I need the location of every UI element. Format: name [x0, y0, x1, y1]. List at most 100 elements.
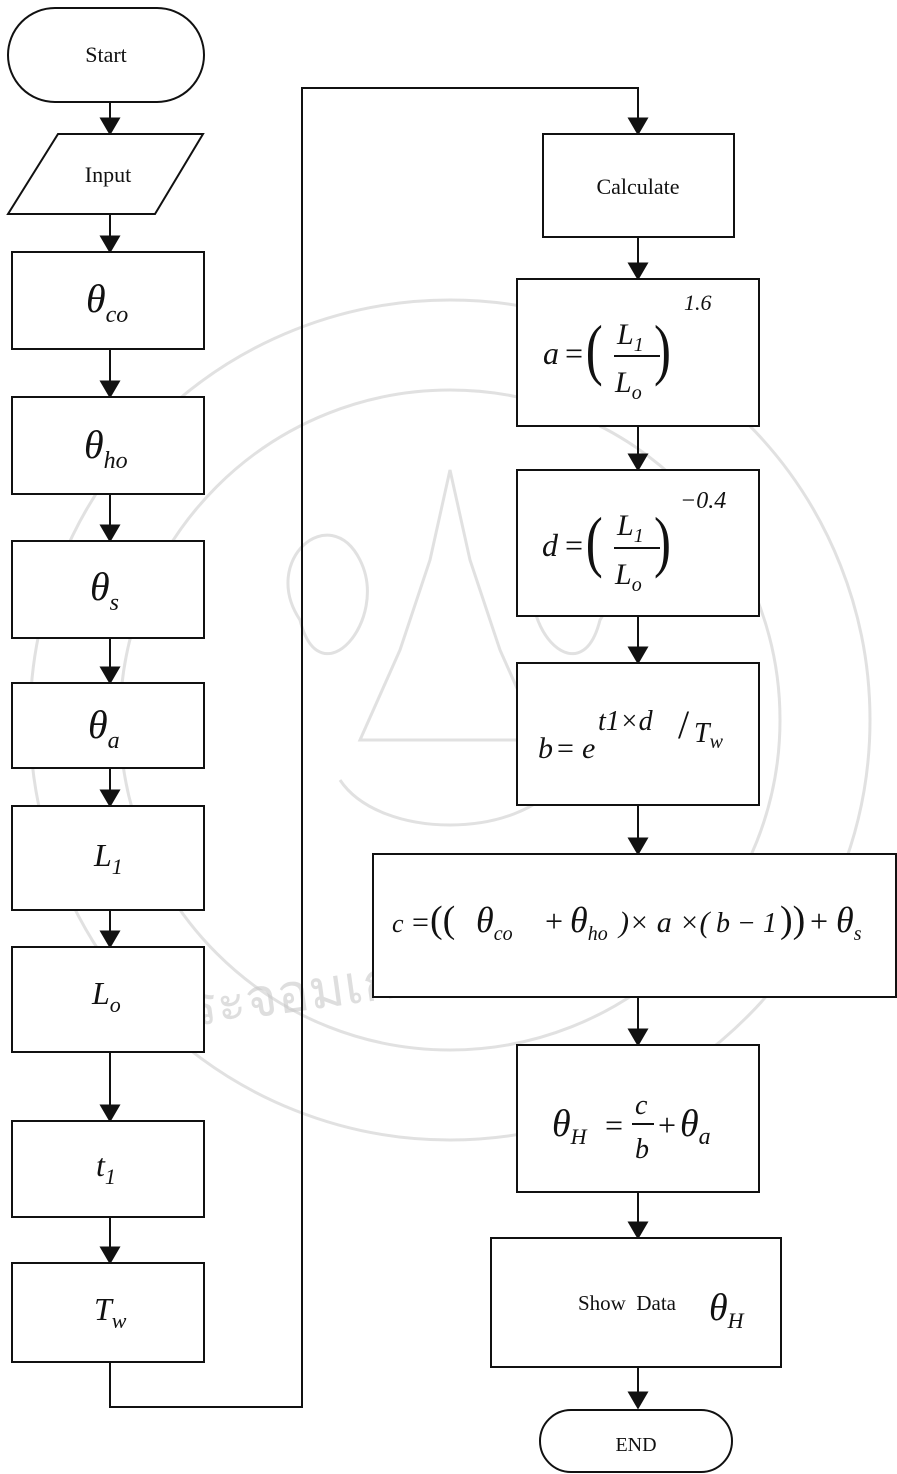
lo-box: Lo: [11, 946, 205, 1053]
l1-box: L1: [11, 805, 205, 911]
start-node: Start: [7, 7, 205, 103]
eq-b-slash: /: [678, 702, 690, 747]
eq-theta-h-equals: =: [605, 1107, 623, 1143]
theta-a-box: θa: [11, 682, 205, 769]
l1-base: L: [93, 837, 112, 873]
eq-b-lhs: b: [538, 732, 553, 765]
column-connector: [109, 87, 649, 1408]
eq-d-equals: =: [565, 527, 583, 563]
lo-base: L: [91, 975, 110, 1011]
eq-d-num-sub: 1: [634, 525, 644, 547]
theta-a-base: θ: [88, 702, 108, 747]
eq-b-tw-sub: w: [710, 731, 724, 753]
eq-c-t3-sub: s: [854, 923, 862, 945]
l1-sub: 1: [112, 854, 123, 879]
eq-d-box: d = ( L1 Lo ) −0.4: [516, 469, 760, 617]
svg-text:θco: θco: [86, 276, 128, 328]
svg-text:L1: L1: [616, 509, 644, 547]
svg-text:θH: θH: [552, 1103, 588, 1149]
svg-text:θH: θH: [709, 1287, 745, 1333]
start-label: Start: [85, 42, 127, 67]
eq-theta-h-rhs-base: θ: [680, 1103, 699, 1145]
eq-c-t3-base: θ: [836, 900, 854, 940]
show-data-theta-base: θ: [709, 1287, 728, 1329]
svg-text:Lo: Lo: [614, 558, 642, 596]
theta-co-box: θco: [11, 251, 205, 350]
eq-c-equals: =: [412, 906, 429, 939]
eq-d-den-sub: o: [632, 574, 642, 596]
eq-b-box: b = e t1×d / Tw: [516, 662, 760, 806]
end-label: END: [615, 1434, 656, 1456]
eq-theta-h-plus: +: [658, 1107, 676, 1143]
eq-d-lhs: d: [542, 527, 559, 563]
svg-text:θa: θa: [680, 1103, 711, 1150]
eq-c-mid: )× a ×(: [617, 906, 711, 939]
eq-d-exponent: −0.4: [680, 488, 726, 514]
show-data-theta-sub: H: [727, 1308, 745, 1333]
theta-a-sub: a: [108, 728, 120, 754]
eq-b-exponent: t1×d: [598, 706, 654, 737]
calculate-box: Calculate: [542, 133, 735, 238]
eq-theta-h-num: c: [635, 1090, 648, 1121]
eq-c-t2-sub: ho: [588, 923, 608, 945]
tw-sub: w: [112, 1308, 127, 1333]
end-node: END: [539, 1409, 733, 1473]
eq-a-den-base: L: [614, 366, 632, 399]
input-node: Input: [6, 133, 205, 215]
eq-theta-h-den: b: [635, 1134, 649, 1165]
svg-text:): ): [654, 504, 671, 580]
eq-c-lhs: c: [392, 909, 404, 938]
eq-c-t2-base: θ: [570, 900, 588, 940]
eq-b-equals: =: [557, 732, 574, 765]
theta-co-sub: co: [106, 302, 129, 328]
eq-c-open: ((: [430, 899, 455, 941]
tw-base: T: [94, 1291, 114, 1327]
eq-a-equals: =: [565, 335, 583, 371]
svg-text:L1: L1: [93, 837, 123, 879]
eq-c-close: )): [780, 899, 805, 941]
eq-c-t1-sub: co: [494, 923, 513, 945]
svg-text:t1: t1: [96, 1147, 116, 1189]
eq-b-tw-base: T: [694, 718, 712, 749]
calculate-label: Calculate: [596, 174, 679, 199]
eq-c-box: c = (( θco + θho )× a ×( b − 1 )) + θs: [372, 853, 897, 998]
theta-co-base: θ: [86, 276, 106, 321]
eq-b-base: e: [582, 732, 595, 765]
svg-text:θa: θa: [88, 702, 120, 754]
eq-a-box: a = ( L1 Lo ) 1.6: [516, 278, 760, 427]
eq-a-num-sub: 1: [634, 334, 644, 356]
t1-sub: 1: [105, 1164, 116, 1189]
svg-text:θho: θho: [84, 422, 128, 474]
eq-c-plus2: +: [810, 903, 828, 939]
svg-text:Tw: Tw: [694, 718, 724, 753]
t1-box: t1: [11, 1120, 205, 1218]
svg-text:c = (( θco: c = (( θco + θho )× a ×( b − 1 )) + θs: [392, 899, 862, 947]
svg-text:(: (: [586, 312, 603, 388]
eq-theta-h-rhs-sub: a: [699, 1124, 711, 1150]
show-data-label: Show Data: [578, 1291, 677, 1315]
show-data-box: Show Data θH: [490, 1237, 782, 1368]
eq-c-t1-base: θ: [476, 900, 494, 940]
theta-ho-box: θho: [11, 396, 205, 495]
theta-ho-sub: ho: [104, 448, 128, 474]
theta-s-box: θs: [11, 540, 205, 639]
eq-a-num-base: L: [616, 318, 634, 351]
eq-c-plus: +: [545, 903, 563, 939]
eq-theta-h-box: θH = c b + θa: [516, 1044, 760, 1193]
eq-d-den-base: L: [614, 558, 632, 591]
eq-d-num-base: L: [616, 509, 634, 542]
theta-s-base: θ: [90, 564, 110, 609]
eq-theta-h-lhs-base: θ: [552, 1103, 571, 1145]
theta-ho-base: θ: [84, 422, 104, 467]
eq-a-den-sub: o: [632, 382, 642, 404]
svg-text:Lo: Lo: [91, 975, 121, 1017]
svg-text:Tw: Tw: [94, 1291, 127, 1333]
eq-a-lhs: a: [543, 335, 559, 371]
lo-sub: o: [110, 992, 121, 1017]
eq-a-exponent: 1.6: [684, 290, 712, 315]
input-label: Input: [85, 162, 131, 187]
t1-base: t: [96, 1147, 106, 1183]
svg-text:Lo: Lo: [614, 366, 642, 404]
svg-text:θs: θs: [90, 564, 119, 616]
